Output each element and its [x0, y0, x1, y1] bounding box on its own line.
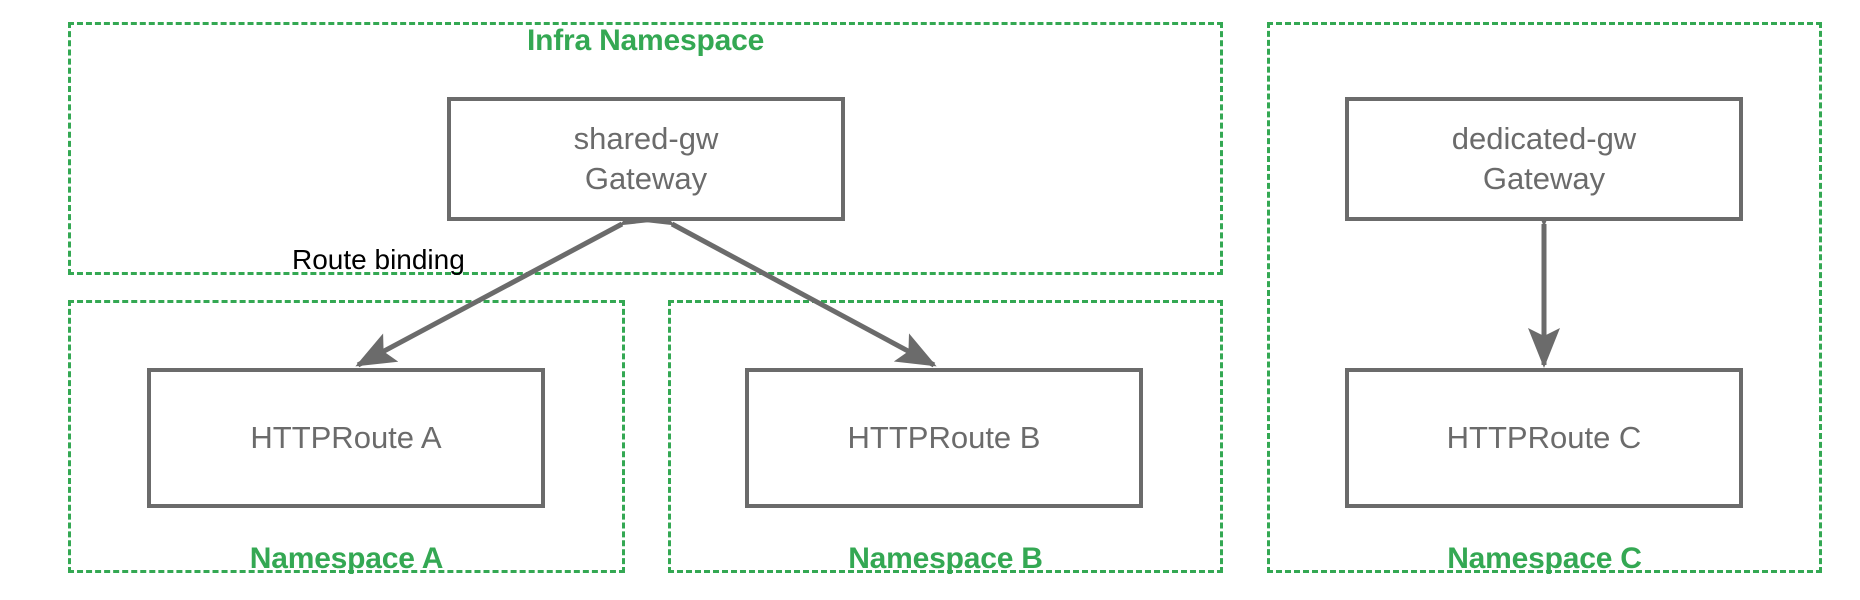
namespace-box-b — [668, 300, 1223, 573]
namespace-box-a — [68, 300, 625, 573]
httproute-box-a[interactable]: HTTPRoute A — [147, 368, 545, 508]
namespace-label-b: Namespace B — [848, 542, 1043, 575]
httproute-box-c[interactable]: HTTPRoute C — [1345, 368, 1743, 508]
namespace-label-infra: Infra Namespace — [526, 24, 765, 57]
gateway-box-dedicated-gw[interactable]: dedicated-gw Gateway — [1345, 97, 1743, 221]
namespace-label-a: Namespace A — [249, 542, 444, 575]
gateway-box-shared-gw[interactable]: shared-gw Gateway — [447, 97, 845, 221]
httproute-box-b[interactable]: HTTPRoute B — [745, 368, 1143, 508]
namespace-box-c — [1267, 22, 1822, 573]
namespace-label-c: Namespace C — [1447, 542, 1642, 575]
edge-label-route-binding: Route binding — [292, 244, 465, 275]
